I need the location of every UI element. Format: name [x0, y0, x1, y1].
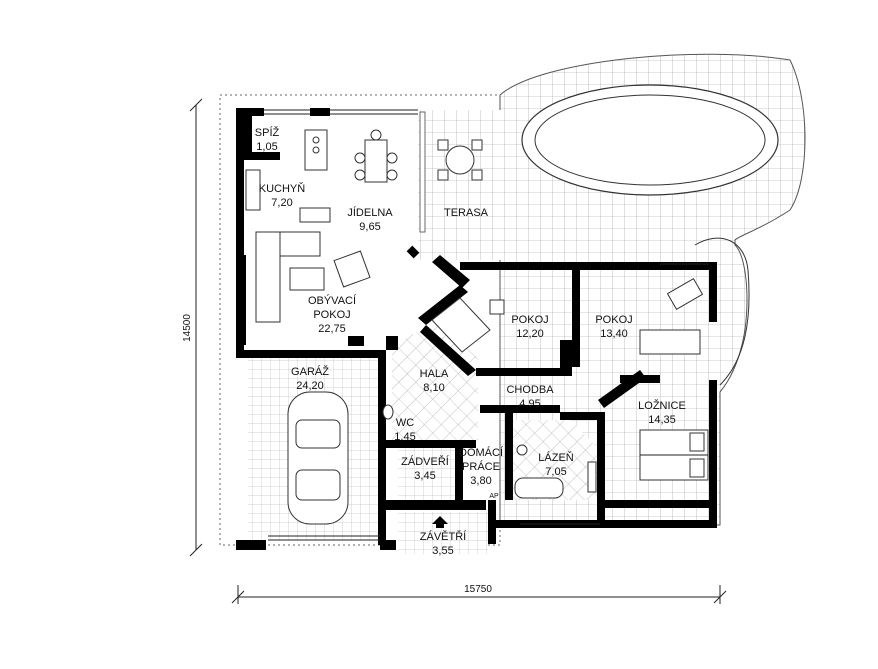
dimension-width: 15750	[464, 584, 492, 595]
label-pokoj-1: POKOJ	[511, 314, 548, 326]
area-kuchyn: 7,20	[271, 197, 292, 209]
label-zadveri: ZÁDVEŘÍ	[401, 455, 450, 468]
area-chodba: 4,95	[519, 398, 540, 410]
area-pokoj-1: 12,20	[516, 328, 544, 340]
walls	[236, 108, 717, 550]
area-zavetri: 3,55	[432, 545, 453, 557]
entry-arrow-icon	[432, 516, 448, 528]
label-loznice: LOŽNICE	[638, 399, 686, 412]
area-loznice: 14,35	[648, 414, 676, 426]
area-hala: 8,10	[423, 382, 444, 394]
label-jidelna: JÍDELNA	[347, 206, 393, 219]
windows	[264, 109, 709, 525]
plot-boundary	[219, 94, 501, 546]
area-zadveri: 3,45	[414, 470, 435, 482]
area-jidelna: 9,65	[359, 221, 380, 233]
ap-mark: AP	[489, 493, 499, 500]
area-pokoj-2: 13,40	[600, 328, 628, 340]
label-garaz: GARÁŽ	[291, 365, 329, 378]
label-spiz: SPÍŽ	[255, 126, 280, 139]
label-obyvaci-1: OBÝVACÍ	[308, 294, 357, 307]
room-labels: SPÍŽ 1,05 KUCHYŇ 7,20 JÍDELNA 9,65 TERAS…	[255, 126, 686, 557]
label-domaci-1: DOMÁCÍ	[459, 446, 504, 459]
dimension-labels: 15750 14500	[182, 314, 492, 595]
label-terasa: TERASA	[444, 207, 489, 219]
area-domaci: 3,80	[470, 475, 491, 487]
label-domaci-2: PRÁCE	[462, 460, 500, 473]
area-obyvaci: 22,75	[318, 323, 346, 335]
area-lazen: 7,05	[545, 466, 566, 478]
label-obyvaci-2: POKOJ	[313, 309, 350, 321]
pool-deck	[499, 53, 806, 526]
label-zavetri: ZÁVĚTŘÍ	[420, 530, 467, 543]
label-hala: HALA	[420, 368, 449, 380]
label-chodba: CHODBA	[506, 384, 554, 396]
label-wc: WC	[396, 417, 414, 429]
label-lazen: LÁZEŇ	[538, 451, 574, 464]
area-spiz: 1,05	[256, 141, 277, 153]
label-kuchyn: KUCHYŇ	[259, 182, 306, 195]
area-garaz: 24,20	[296, 380, 324, 392]
terrace-area	[418, 110, 508, 260]
dimension-lines	[189, 98, 727, 604]
area-wc: 1,45	[394, 431, 415, 443]
label-pokoj-2: POKOJ	[595, 314, 632, 326]
furniture	[245, 129, 709, 541]
dimension-height: 14500	[182, 314, 193, 342]
